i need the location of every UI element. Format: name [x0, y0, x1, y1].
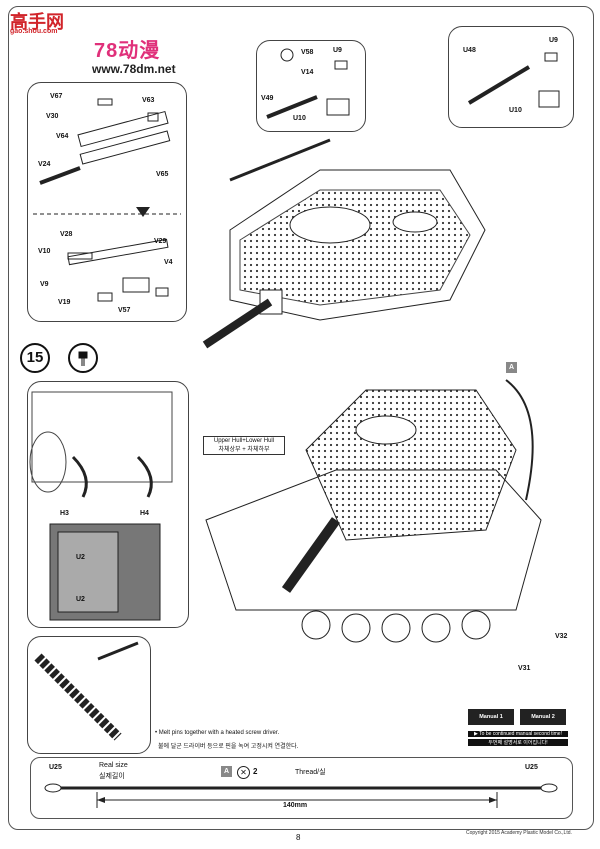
melt-note-kr: 불에 달군 드라이버 등으로 핀을 녹여 고정시켜 연결한다. — [158, 744, 299, 750]
part-label: U2 — [76, 596, 85, 603]
part-label: V9 — [40, 281, 49, 288]
thread-multiplier: 2 — [253, 767, 258, 776]
step-number: 15 — [20, 343, 50, 373]
part-label: V49 — [261, 95, 274, 102]
part-label: U48 — [463, 47, 476, 54]
hull-note-en: Upper Hull+Lower Hull — [213, 438, 275, 444]
detail-drawing-tracks — [34, 641, 139, 741]
thread-left-part: U25 — [49, 764, 62, 771]
part-label: V4 — [164, 259, 173, 266]
watermark-brand-sub: gao.shou.com — [10, 28, 58, 35]
part-label: V67 — [50, 93, 63, 100]
thread-right-part: U25 — [525, 764, 538, 771]
real-size-kr: 실제길이 — [99, 773, 125, 780]
part-label: U10 — [293, 115, 306, 122]
part-label: U9 — [333, 47, 342, 54]
hull-assembly-drawing — [205, 379, 542, 643]
part-label: V64 — [56, 133, 69, 140]
part-label: V24 — [38, 161, 51, 168]
thread-panel: U25 U25 Real size 실제길이 A ✕ 2 Thread/실 14… — [30, 757, 573, 819]
page-number: 8 — [296, 833, 301, 842]
multiply-icon: ✕ — [237, 766, 250, 779]
watermark-brand: 高手网 — [10, 12, 64, 32]
part-label: H4 — [140, 510, 149, 517]
watermark-title: 78动漫 — [94, 40, 161, 62]
glue-icon — [68, 343, 98, 373]
melt-note-en: • Melt pins together with a heated screw… — [155, 730, 280, 736]
thread-drawing — [44, 783, 558, 808]
part-label: V19 — [58, 299, 71, 306]
thread-length: 140mm — [283, 802, 308, 809]
watermark-url: www.78dm.net — [92, 62, 176, 76]
parts-drawing-top-center — [266, 48, 350, 119]
thread-label: Thread/실 — [295, 769, 326, 776]
parts-panel-top-right: U48 U9 U10 — [448, 26, 574, 128]
part-label: V63 — [142, 97, 155, 104]
hull-note: Upper Hull+Lower Hull 차체상부 + 차체하부 — [203, 436, 285, 455]
part-label: V32 — [555, 633, 568, 640]
detail-drawing-hull — [29, 391, 173, 621]
part-label: V29 — [154, 238, 167, 245]
part-label: U2 — [76, 554, 85, 561]
part-label: U9 — [549, 37, 558, 44]
manual-continue-box: Manual 1 Manual 2 ▶ To be continued manu… — [466, 703, 568, 746]
real-size-en: Real size — [99, 762, 128, 769]
parts-drawing-top-left — [33, 98, 181, 302]
part-label: U10 — [509, 107, 522, 114]
part-label: V65 — [156, 171, 169, 178]
copyright: Copyright 2015 Academy Plastic Model Co.… — [466, 830, 572, 836]
callout-letter: A — [506, 362, 517, 373]
part-label: H3 — [60, 510, 69, 517]
manual-tab-2: Manual 2 — [520, 709, 566, 725]
part-label: V31 — [518, 665, 531, 672]
manual-note-en: ▶ To be continued manual second time! — [468, 731, 568, 737]
detail-panel-hull: H3 H4 U2 U2 — [27, 381, 189, 628]
thread-letter: A — [221, 766, 232, 777]
part-label: V10 — [38, 248, 51, 255]
parts-drawing-top-right — [467, 52, 560, 108]
turret-assembly-drawing — [202, 138, 486, 349]
parts-panel-top-left: V67 V30 V63 V64 V24 V65 V28 V29 V10 V4 V… — [27, 82, 187, 322]
detail-panel-tracks — [27, 636, 151, 754]
page-frame — [8, 6, 594, 830]
part-label: V30 — [46, 113, 59, 120]
manual-note-kr: 두번째 설명서로 이어집니다! — [468, 739, 568, 746]
part-label: V28 — [60, 231, 73, 238]
manual-tab-1: Manual 1 — [468, 709, 514, 725]
hull-note-kr: 차체상부 + 차체하부 — [218, 447, 270, 453]
part-label: V58 — [301, 49, 314, 56]
part-label: V14 — [301, 69, 314, 76]
parts-panel-top-center: V58 U9 V14 V49 U10 — [256, 40, 366, 132]
part-label: V57 — [118, 307, 131, 314]
